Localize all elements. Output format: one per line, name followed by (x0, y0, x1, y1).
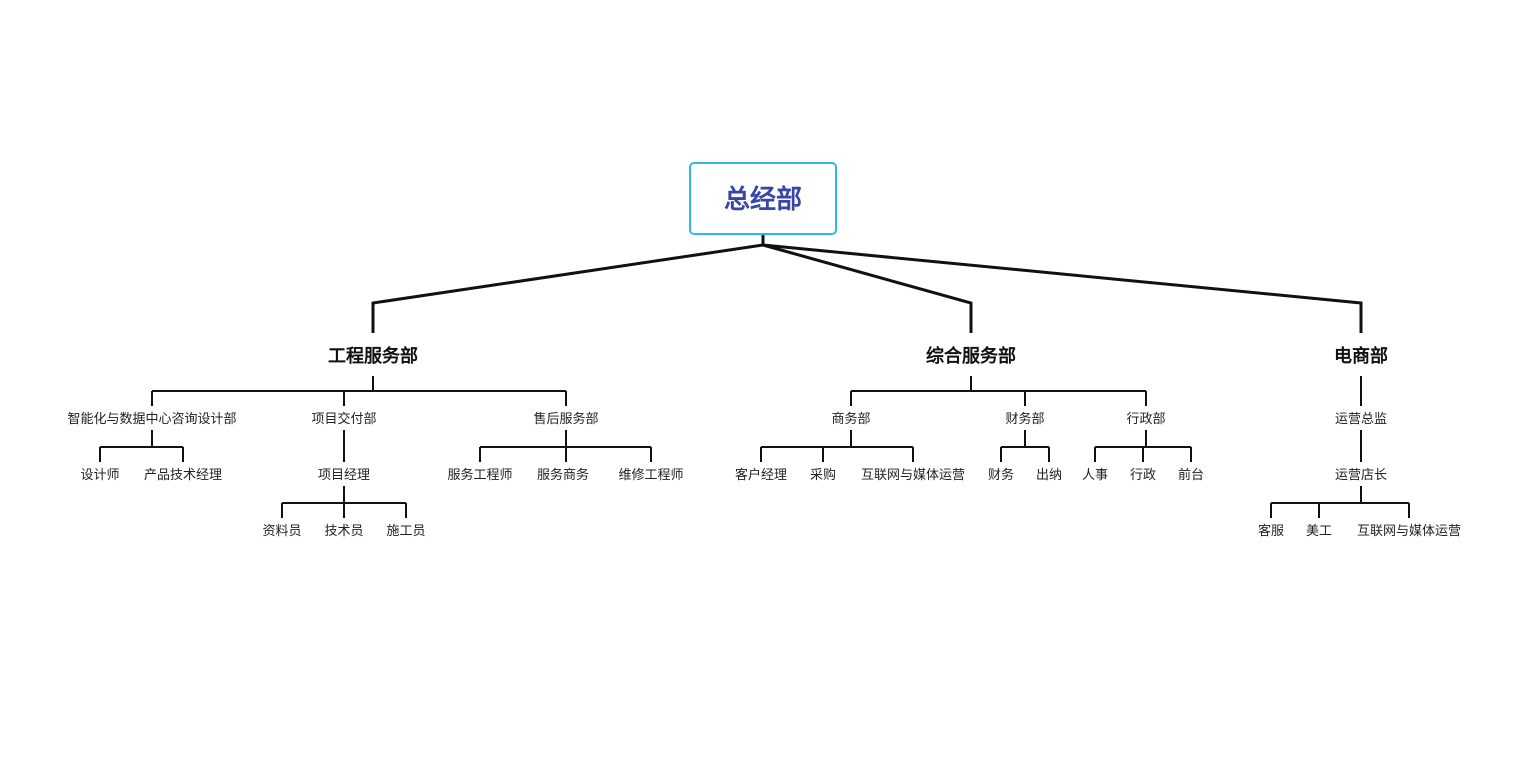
unit-after-sales[interactable]: 售后服务部 (533, 411, 598, 427)
root-node-box[interactable] (689, 162, 837, 235)
role-store-manager[interactable]: 运营店长 (1335, 468, 1387, 483)
role-cashier[interactable]: 出纳 (1036, 468, 1062, 483)
role-document-clerk[interactable]: 资料员 (262, 524, 301, 539)
dept-engineering-service[interactable]: 工程服务部 (328, 345, 418, 367)
role-ecom-internet-media-ops[interactable]: 互联网与媒体运营 (1357, 524, 1461, 539)
role-project-manager[interactable]: 项目经理 (318, 468, 370, 483)
unit-project-delivery[interactable]: 项目交付部 (311, 411, 376, 427)
role-service-engineer[interactable]: 服务工程师 (447, 467, 512, 483)
role-construction-worker[interactable]: 施工员 (386, 524, 425, 539)
dept-ecommerce[interactable]: 电商部 (1334, 345, 1388, 367)
dept-general-service[interactable]: 综合服务部 (926, 345, 1016, 367)
role-procurement[interactable]: 采购 (810, 467, 836, 483)
edge-root-general (762, 243, 973, 333)
role-service-business[interactable]: 服务商务 (537, 467, 589, 483)
role-operations-director[interactable]: 运营总监 (1335, 412, 1387, 427)
connector-lines (99, 234, 1410, 518)
role-admin[interactable]: 行政 (1130, 468, 1156, 483)
role-internet-media-ops[interactable]: 互联网与媒体运营 (861, 468, 965, 483)
root-node-label: 总经部 (724, 184, 802, 215)
role-designer[interactable]: 设计师 (80, 468, 119, 483)
unit-administration[interactable]: 行政部 (1126, 412, 1165, 427)
edge-root-ecommerce (762, 243, 1363, 333)
role-accountant[interactable]: 财务 (988, 467, 1014, 483)
role-product-tech-manager[interactable]: 产品技术经理 (144, 468, 222, 483)
role-reception[interactable]: 前台 (1178, 467, 1204, 483)
unit-finance[interactable]: 财务部 (1005, 411, 1044, 427)
role-hr[interactable]: 人事 (1082, 468, 1108, 483)
role-graphic-designer[interactable]: 美工 (1306, 524, 1332, 539)
role-customer-service[interactable]: 客服 (1258, 523, 1284, 539)
unit-business[interactable]: 商务部 (831, 411, 870, 427)
role-account-manager[interactable]: 客户经理 (735, 467, 787, 483)
role-maintenance-engineer[interactable]: 维修工程师 (618, 468, 683, 483)
role-technician[interactable]: 技术员 (324, 524, 363, 539)
unit-design-consulting[interactable]: 智能化与数据中心咨询设计部 (67, 412, 236, 427)
edge-root-engineering (371, 243, 764, 333)
